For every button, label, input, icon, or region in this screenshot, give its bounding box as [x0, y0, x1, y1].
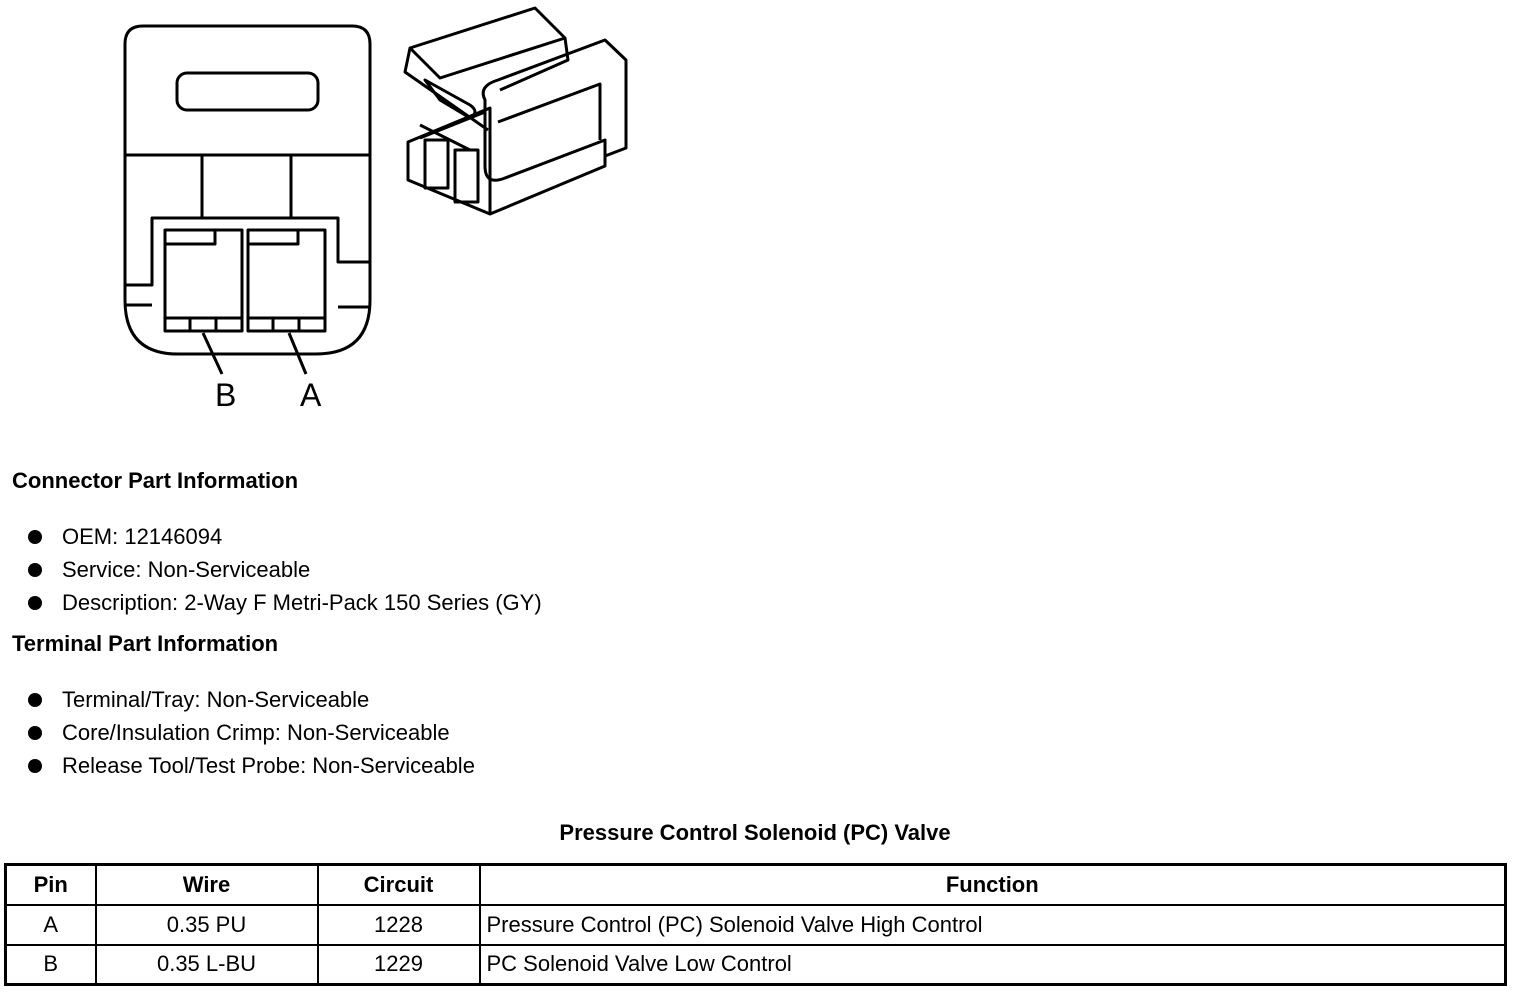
terminal-info-list: Terminal/Tray: Non-Serviceable Core/Insu…: [28, 683, 475, 782]
table-header-row: Pin Wire Circuit Function: [4, 863, 1507, 906]
column-header-wire: Wire: [94, 863, 319, 906]
cell-wire: 0.35 L-BU: [94, 943, 319, 986]
list-item: Terminal/Tray: Non-Serviceable: [28, 683, 475, 716]
column-header-circuit: Circuit: [316, 863, 481, 906]
cell-function: Pressure Control (PC) Solenoid Valve Hig…: [478, 903, 1507, 946]
connector-face-view: [123, 24, 372, 375]
list-item: Service: Non-Serviceable: [28, 553, 542, 586]
cell-function: PC Solenoid Valve Low Control: [478, 943, 1507, 986]
pin-label-a: A: [300, 377, 322, 413]
cell-wire: 0.35 PU: [94, 903, 319, 946]
list-item: OEM: 12146094: [28, 520, 542, 553]
terminal-info-heading: Terminal Part Information: [12, 631, 279, 656]
pin-label-b: B: [215, 377, 236, 413]
connector-info-heading: Connector Part Information: [12, 468, 299, 493]
cell-pin: B: [4, 943, 97, 986]
table-row: A 0.35 PU 1228 Pressure Control (PC) Sol…: [4, 903, 1507, 946]
connector-info-list: OEM: 12146094 Service: Non-Serviceable D…: [28, 520, 542, 619]
connector-isometric-view: [403, 6, 628, 216]
table-row: B 0.35 L-BU 1229 PC Solenoid Valve Low C…: [4, 943, 1507, 986]
list-item: Release Tool/Test Probe: Non-Serviceable: [28, 749, 475, 782]
cell-pin: A: [4, 903, 97, 946]
connector-diagram: B A: [123, 6, 628, 413]
column-header-pin: Pin: [4, 863, 97, 906]
list-item: Core/Insulation Crimp: Non-Serviceable: [28, 716, 475, 749]
cell-circuit: 1229: [316, 943, 481, 986]
column-header-function: Function: [478, 863, 1507, 906]
pinout-table: Pin Wire Circuit Function A 0.35 PU 1228…: [4, 863, 1507, 986]
cell-circuit: 1228: [316, 903, 481, 946]
list-item: Description: 2-Way F Metri-Pack 150 Seri…: [28, 586, 542, 619]
table-title: Pressure Control Solenoid (PC) Valve: [559, 820, 951, 845]
